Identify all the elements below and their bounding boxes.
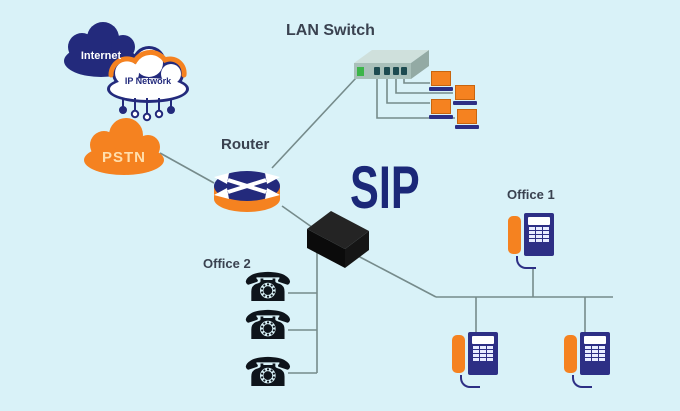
office2-phone-3-icon: ☎ [243,350,293,396]
office1-label: Office 1 [507,187,555,202]
phone-handset [508,216,521,254]
phone-cord [572,375,592,388]
lan-computer-1-icon [429,71,453,91]
phone-cord [516,256,536,269]
circuit-legs-icon [119,98,175,122]
lan-computer-4-icon [455,109,479,129]
lan-switch-icon [354,50,429,79]
lan-computer-3-icon [429,99,453,119]
phone-screen [472,336,494,344]
phone-keypad [585,346,605,361]
switch-port-green [357,67,364,76]
office2-phone-1-icon: ☎ [243,265,293,311]
phone-cord [460,375,480,388]
sip-title: SIP [350,154,420,221]
phone-handset [452,335,465,373]
desk-phone-left-icon [452,332,498,390]
lan-switch-label: LAN Switch [286,22,375,39]
ip-network-cloud-icon [107,46,189,122]
desk-phone-right-icon [564,332,610,390]
router-label: Router [221,136,270,153]
phone-handset [564,335,577,373]
pstn-cloud-icon [84,118,164,175]
phone-keypad [473,346,493,361]
connection-lines [159,74,613,374]
internet-cloud-label: Internet [80,50,122,62]
ip-network-cloud-label: IP Network [124,76,172,86]
lan-computer-2-icon [453,85,477,105]
office1-desk-phone-icon [508,213,554,271]
pstn-cloud-label: PSTN [101,149,146,166]
router-icon [214,171,280,212]
phone-keypad [529,227,549,242]
phone-screen [584,336,606,344]
phone-screen [528,217,550,225]
office2-label: Office 2 [203,256,251,271]
office2-phone-2-icon: ☎ [243,303,293,349]
sip-server-box [307,211,369,268]
switch-ports [374,67,407,75]
